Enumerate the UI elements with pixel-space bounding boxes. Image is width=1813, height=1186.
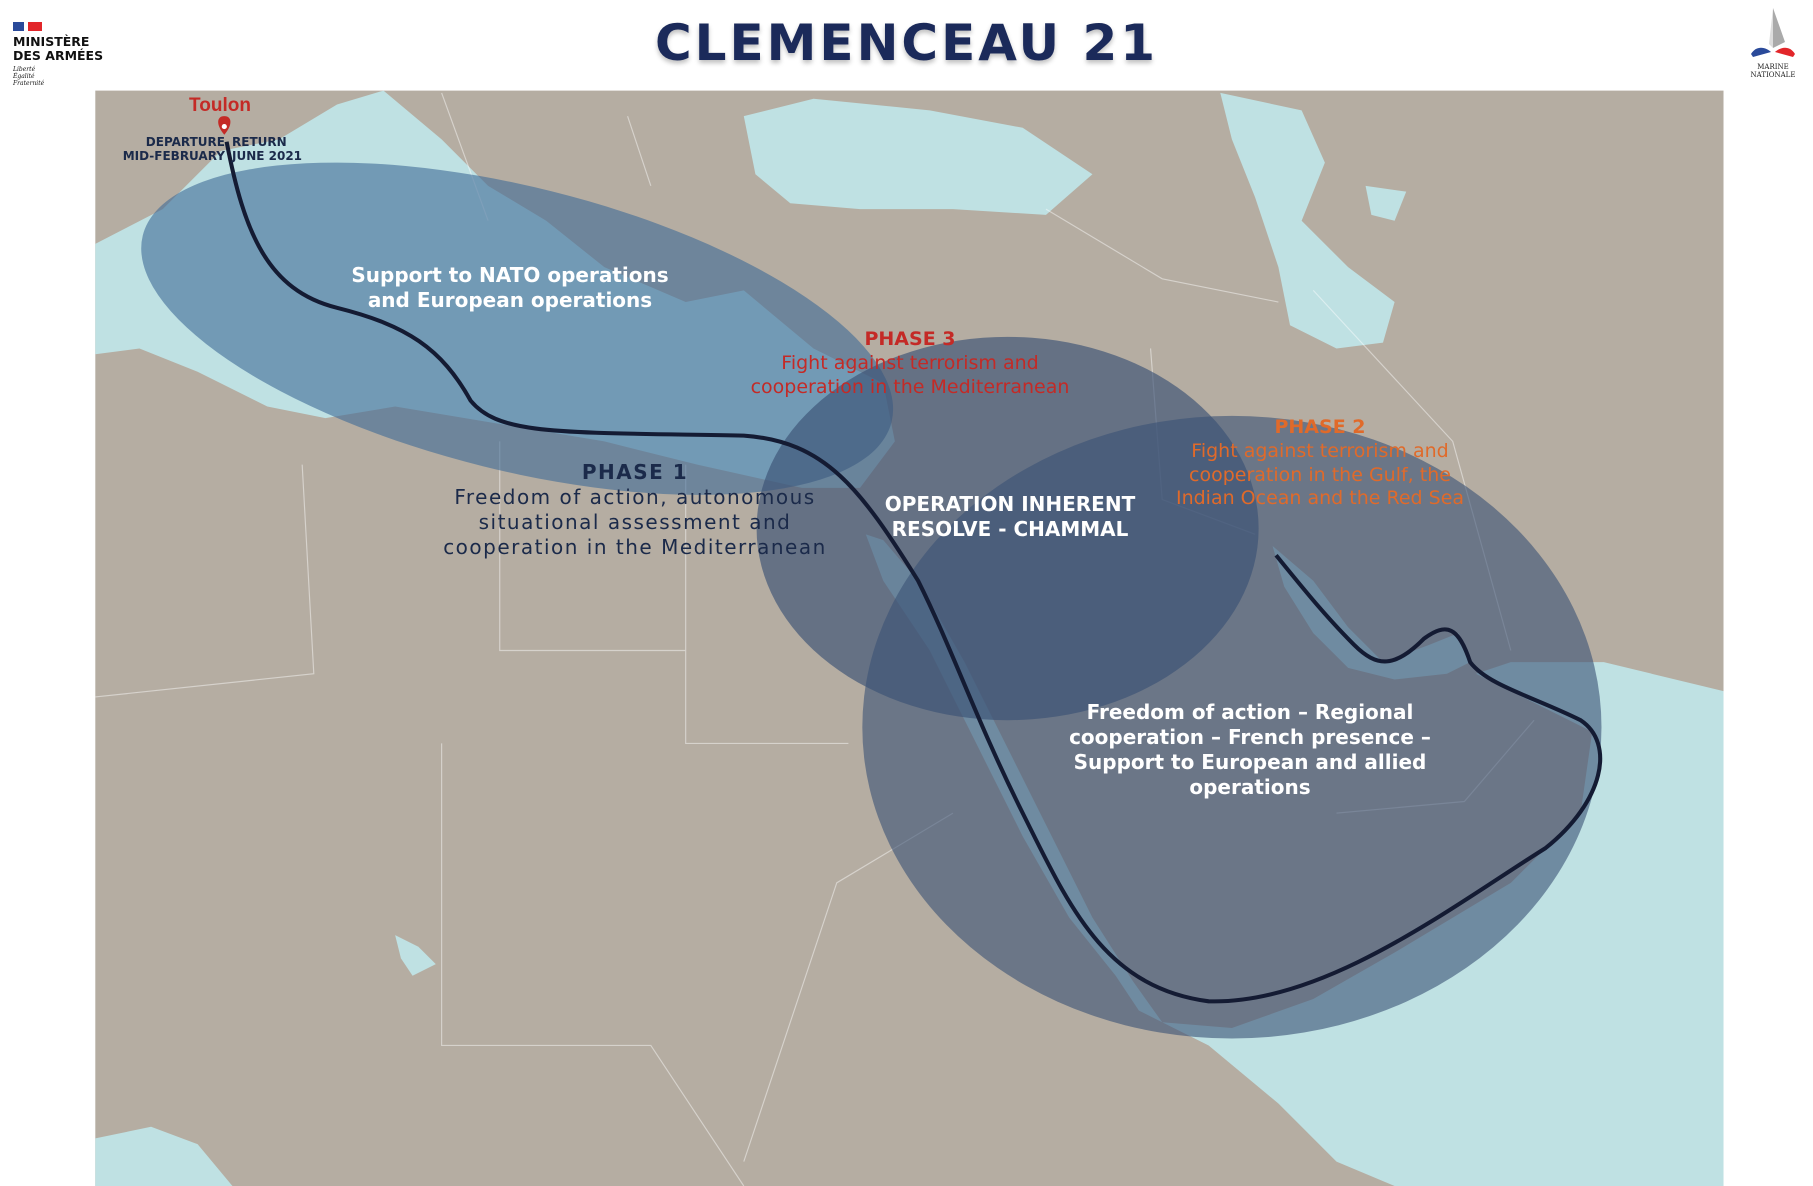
chammal-line: RESOLVE - CHAMMAL <box>891 517 1129 541</box>
ministry-logo: MINISTÈRE DES ARMÉES Liberté Égalité Fra… <box>13 22 103 87</box>
phase3-label: PHASE 3 Fight against terrorism and coop… <box>700 328 1120 399</box>
phase2-label: PHASE 2 Fight against terrorism and coop… <box>1150 416 1490 511</box>
route-line <box>224 141 1603 1004</box>
motto-liberte: Liberté <box>13 65 36 73</box>
phase1-line: situational assessment and <box>478 510 792 534</box>
phase2-line: Fight against terrorism and <box>1191 439 1449 462</box>
phase2-line: Indian Ocean and the Red Sea <box>1175 487 1465 510</box>
anchor-sail-icon <box>1751 8 1795 57</box>
toulon-label: Toulon <box>189 95 251 116</box>
chammal-line: OPERATION INHERENT <box>884 492 1136 516</box>
marine-nationale-logo: MARINE NATIONALE <box>1738 4 1808 79</box>
marine-nationale-text: MARINE NATIONALE <box>1750 63 1796 79</box>
regional-line: operations <box>1189 775 1311 799</box>
page-title: CLEMENCEAU 21 <box>654 14 1159 72</box>
phase3-line: cooperation in the Mediterranean <box>750 375 1070 398</box>
toulon-pin-icon <box>218 116 231 135</box>
regional-label: Freedom of action – Regional cooperation… <box>1060 700 1440 800</box>
return-label: RETURN JUNE 2021 <box>232 135 312 164</box>
nato-zone-label: Support to NATO operations and European … <box>351 263 669 312</box>
phase3-line: Fight against terrorism and <box>781 351 1039 374</box>
phase2-zone <box>862 415 1602 1039</box>
chammal-label: OPERATION INHERENT RESOLVE - CHAMMAL <box>860 492 1160 542</box>
return-date: JUNE 2021 <box>232 149 303 164</box>
departure-date: MID-FEBRUARY <box>122 149 225 164</box>
operation-zones <box>141 162 1602 1039</box>
departure-title: DEPARTURE <box>145 135 225 149</box>
french-flag-icon <box>13 22 103 31</box>
ministry-line2: DES ARMÉES <box>13 47 104 63</box>
departure-label: DEPARTURE MID-FEBRUARY <box>110 135 225 164</box>
regional-line: Support to European and allied <box>1073 750 1427 774</box>
return-title: RETURN <box>232 135 287 149</box>
regional-line: cooperation – French presence – <box>1069 725 1431 749</box>
phase3-title: PHASE 3 <box>864 328 956 350</box>
ministry-line1: MINISTÈRE <box>13 34 90 49</box>
regional-line: Freedom of action – Regional <box>1086 700 1414 724</box>
phase2-title: PHASE 2 <box>1274 416 1366 438</box>
nato-zone <box>141 162 894 495</box>
phase2-line: cooperation in the Gulf, the <box>1189 463 1451 486</box>
phase1-label: PHASE 1 Freedom of action, autonomous si… <box>400 460 870 560</box>
motto-fraternite: Fraternité <box>13 79 45 87</box>
phase1-title: PHASE 1 <box>581 460 689 484</box>
motto-egalite: Égalité <box>13 72 35 80</box>
phase1-line: Freedom of action, autonomous <box>454 485 816 509</box>
phase1-line: cooperation in the Mediterranean <box>443 535 827 559</box>
